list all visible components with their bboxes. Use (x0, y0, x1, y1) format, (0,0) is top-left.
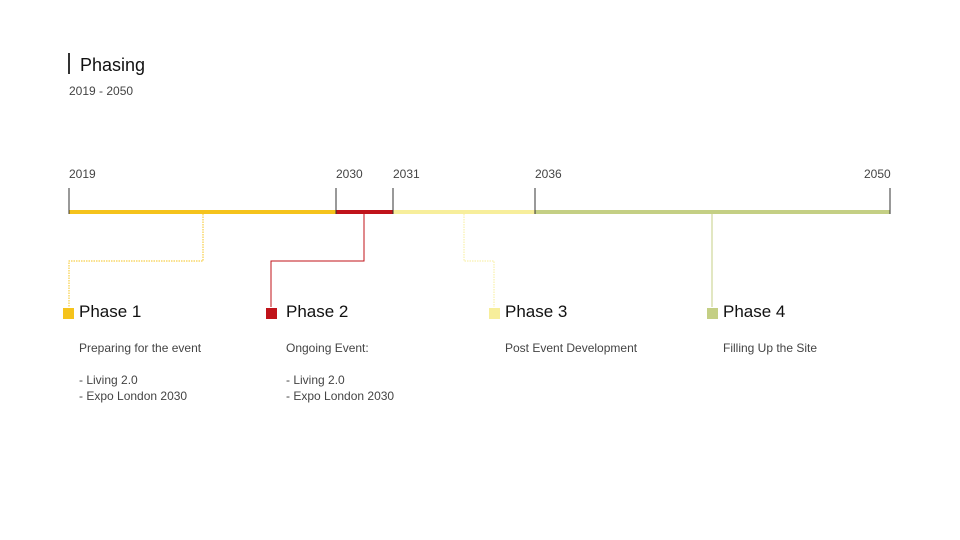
page-title: Phasing (80, 55, 146, 75)
phase-2-name: Phase 2 (286, 302, 349, 321)
connector-phase-2 (270, 214, 365, 307)
phase-2-items: - Living 2.0 - Expo London 2030 (286, 372, 394, 404)
phase-4-name: Phase 4 (723, 302, 786, 321)
phase-4-description: Filling Up the Site (723, 341, 818, 355)
year-label-2031: 2031 (393, 167, 420, 181)
phase-1-item: - Living 2.0 (79, 373, 138, 387)
year-label-2036: 2036 (535, 167, 562, 181)
year-label-2050: 2050 (864, 167, 891, 181)
connector-phase-3 (463, 214, 495, 307)
phase-3-description: Post Event Development (505, 341, 638, 355)
phase-1-items: - Living 2.0 - Expo London 2030 (79, 372, 187, 404)
year-label-2030: 2030 (336, 167, 363, 181)
phase-1-name: Phase 1 (79, 302, 142, 321)
page-subtitle: 2019 - 2050 (69, 84, 134, 98)
phase-2-description: Ongoing Event: (286, 341, 369, 355)
phase-2-item: - Expo London 2030 (286, 389, 395, 403)
phase-1-description: Preparing for the event (79, 341, 202, 355)
phase-3-name: Phase 3 (505, 302, 568, 321)
phase-2-item: - Living 2.0 (286, 373, 345, 387)
title-accent-bar (68, 53, 70, 74)
phase-4-swatch (707, 308, 718, 319)
phase-1-item: - Expo London 2030 (79, 389, 188, 403)
phase-3-swatch (489, 308, 500, 319)
year-label-2019: 2019 (69, 167, 96, 181)
phase-2-swatch (266, 308, 277, 319)
phase-1-swatch (63, 308, 74, 319)
connector-phase-1 (68, 214, 204, 307)
